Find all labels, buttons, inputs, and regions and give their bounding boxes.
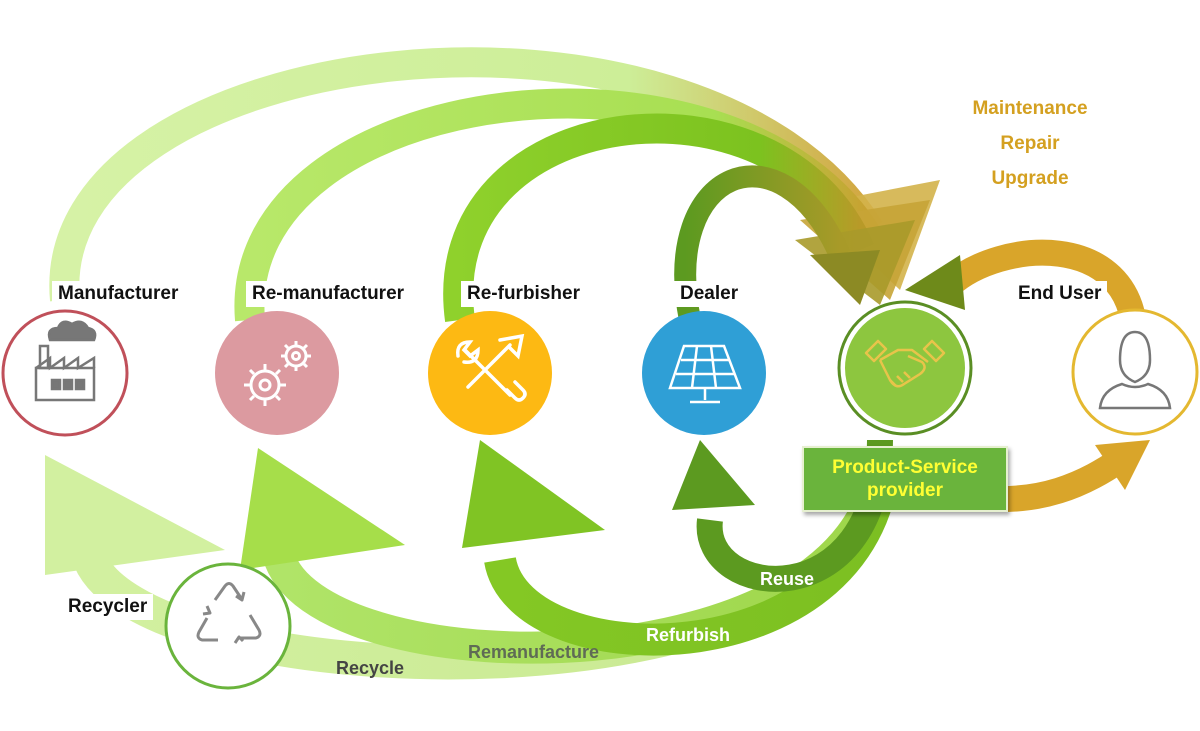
recycler-node [164,562,292,690]
flow-label-refurbish: Refurbish [646,625,731,645]
label-manufacturer: Manufacturer [52,281,185,307]
label-recycler: Recycler [62,594,154,620]
provider-line-1: Product-Service [832,457,978,478]
provider-node [837,300,973,436]
tools-icon [456,333,527,402]
refurbisher-node [428,311,552,435]
label-dealer: Dealer [674,281,745,307]
handshake-icon [864,339,946,388]
flow-label-remanufacture: Remanufacture [468,642,600,662]
manufacturer-node [1,309,129,437]
label-refurbisher: Re-furbisher [461,281,586,307]
remanufacturer-node [215,311,339,435]
end-user-node [1071,308,1199,436]
service-repair: Repair [1000,133,1060,154]
provider-line-2: provider [866,480,944,501]
service-upgrade: Upgrade [991,168,1069,189]
gears-icon [244,341,311,406]
label-end-user: End User [1012,281,1108,307]
solar-panel-icon [668,344,742,404]
user-icon [1098,330,1172,410]
top-arc-dealer [674,165,880,323]
flow-label-recycle: Recycle [336,658,405,678]
product-service-provider-box: Product-Service provider [802,446,1008,512]
dealer-node [642,311,766,435]
service-maintenance: Maintenance [972,98,1088,119]
factory-icon [34,320,97,402]
recycle-icon [196,582,262,644]
label-remanufacturer: Re-manufacturer [246,281,411,307]
flow-label-reuse: Reuse [760,569,815,589]
